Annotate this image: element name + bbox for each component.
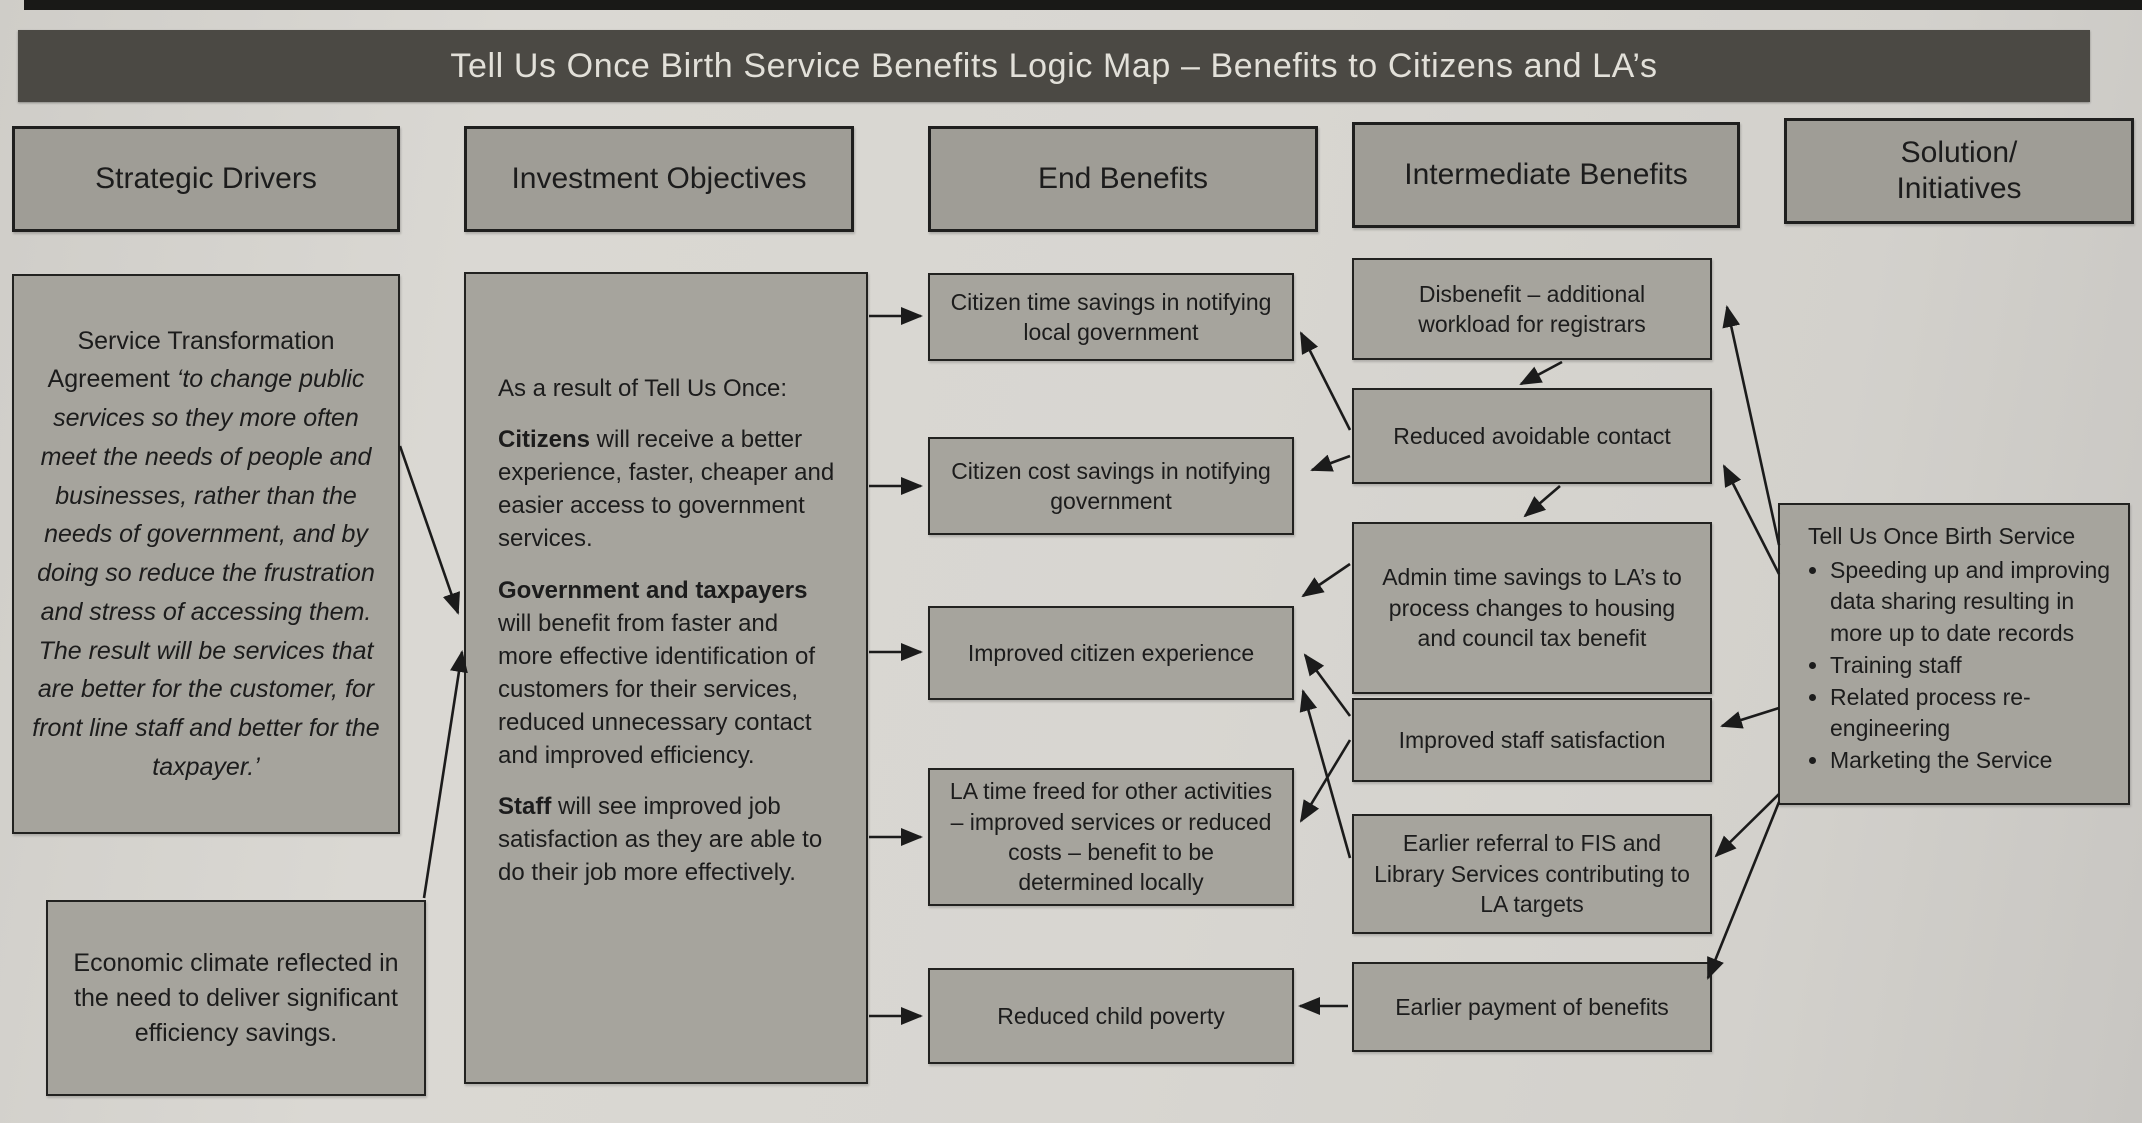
arrow-admin-to-citizen-experience [1301, 562, 1351, 598]
column-header-end-benefits: End Benefits [928, 126, 1318, 232]
solution-bullet: Marketing the Service [1830, 745, 2114, 777]
box-text: Reduced avoidable contact [1393, 422, 1671, 449]
arrow-solution-to-disbenefit [1722, 305, 1781, 546]
arrow-solution-to-staff-satisfaction [1720, 706, 1780, 729]
intermediate-box-earlier-payment-benefits: Earlier payment of benefits [1352, 962, 1712, 1052]
column-header-intermediate-benefits: Intermediate Benefits [1352, 122, 1740, 228]
arrow-staff-to-citizen-experience [1303, 653, 1352, 717]
investment-objectives-box: As a result of Tell Us Once: Citizens wi… [464, 272, 868, 1084]
arrow-solution-to-payment [1706, 801, 1781, 980]
box-text: Reduced child poverty [997, 1002, 1225, 1029]
box-text: Improved staff satisfaction [1398, 726, 1666, 753]
header-label: End Benefits [1037, 162, 1209, 195]
arrow-economic-to-investment [422, 650, 468, 899]
io-text: will benefit from faster and more effect… [498, 609, 816, 770]
arrow-disbenefit-to-contact [1519, 360, 1563, 386]
arrow-solution-to-contact [1722, 464, 1781, 575]
box-text: Disbenefit – additional workload for reg… [1418, 280, 1646, 337]
intermediate-box-earlier-referral-fis: Earlier referral to FIS and Library Serv… [1352, 814, 1712, 934]
io-text: will receive a better experience, faster… [498, 426, 835, 553]
strategic-driver-box-service-transformation: Service Transformation Agreement ‘to cha… [12, 274, 400, 834]
box-text: Admin time savings to LA’s to process ch… [1382, 564, 1682, 652]
io-text: will see improved job satisfaction as th… [498, 793, 823, 887]
box-text: Service Transformation Agreement ‘to cha… [30, 322, 382, 787]
io-intro-text: As a result of Tell Us Once: [498, 375, 788, 402]
io-paragraph-citizens: Citizens will receive a better experienc… [498, 423, 836, 555]
header-label: Investment Objectives [511, 162, 807, 195]
page-title: Tell Us Once Birth Service Benefits Logi… [450, 46, 1658, 85]
box-text: Earlier payment of benefits [1395, 993, 1669, 1020]
strategic-driver-box-economic-climate: Economic climate reflected in the need t… [46, 900, 426, 1096]
solution-title: Tell Us Once Birth Service [1808, 523, 2076, 549]
arrow-solution-to-referral [1714, 793, 1780, 858]
solution-bullet: Speeding up and improving data sharing r… [1830, 555, 2114, 650]
solution-bullet-list: Speeding up and improving data sharing r… [1802, 555, 2114, 777]
box-text-quote: ‘to change public services so they more … [32, 365, 380, 781]
end-benefit-box-reduced-child-poverty: Reduced child poverty [928, 968, 1294, 1064]
column-header-strategic-drivers: Strategic Drivers [12, 126, 400, 232]
solution-bullet: Related process re-engineering [1830, 682, 2114, 745]
scan-edge-strip [24, 0, 2142, 10]
arrow-contact-to-citizen-time [1299, 331, 1352, 431]
solution-bullet: Training staff [1830, 650, 2114, 682]
end-benefit-box-citizen-time-savings: Citizen time savings in notifying local … [928, 273, 1294, 361]
io-paragraph-staff: Staff will see improved job satisfaction… [498, 790, 836, 889]
arrow-contact-to-admin [1523, 485, 1561, 518]
end-benefit-box-citizen-cost-savings: Citizen cost savings in notifying govern… [928, 437, 1294, 535]
header-label: Solution/ Initiatives [1896, 136, 2022, 205]
arrow-staff-to-la-time-freed [1299, 739, 1352, 823]
title-bar: Tell Us Once Birth Service Benefits Logi… [18, 30, 2090, 102]
arrow-strategic1-to-investment [398, 445, 460, 615]
header-label: Intermediate Benefits [1404, 158, 1688, 191]
solution-box-tell-us-once: Tell Us Once Birth Service Speeding up a… [1778, 503, 2130, 805]
intermediate-box-disbenefit-registrars: Disbenefit – additional workload for reg… [1352, 258, 1712, 360]
box-text: Earlier referral to FIS and Library Serv… [1374, 830, 1690, 918]
box-text: Economic climate reflected in the need t… [73, 948, 399, 1047]
box-text-plain: Service Transformation Agreement [47, 326, 335, 394]
io-intro: As a result of Tell Us Once: [498, 372, 836, 405]
column-header-solution-initiatives: Solution/ Initiatives [1784, 118, 2134, 224]
column-header-investment-objectives: Investment Objectives [464, 126, 854, 232]
box-text: LA time freed for other activities – imp… [949, 778, 1273, 896]
box-text: Citizen time savings in notifying local … [950, 288, 1272, 345]
box-text: Improved citizen experience [967, 639, 1255, 666]
io-bold-citizens: Citizens [498, 426, 591, 454]
box-text: Citizen cost savings in notifying govern… [951, 457, 1271, 514]
end-benefit-box-improved-citizen-experience: Improved citizen experience [928, 606, 1294, 700]
io-bold-government: Government and taxpayers [498, 576, 808, 604]
intermediate-box-admin-time-savings: Admin time savings to LA’s to process ch… [1352, 522, 1712, 694]
intermediate-box-reduced-avoidable-contact: Reduced avoidable contact [1352, 388, 1712, 484]
arrow-contact-to-citizen-cost [1310, 454, 1351, 472]
io-bold-staff: Staff [498, 793, 552, 821]
io-paragraph-government: Government and taxpayers will benefit fr… [498, 574, 836, 773]
intermediate-box-improved-staff-satisfaction: Improved staff satisfaction [1352, 698, 1712, 782]
end-benefit-box-la-time-freed: LA time freed for other activities – imp… [928, 768, 1294, 906]
header-label: Strategic Drivers [95, 162, 317, 195]
arrow-referral-to-citizen-experience [1299, 689, 1352, 859]
